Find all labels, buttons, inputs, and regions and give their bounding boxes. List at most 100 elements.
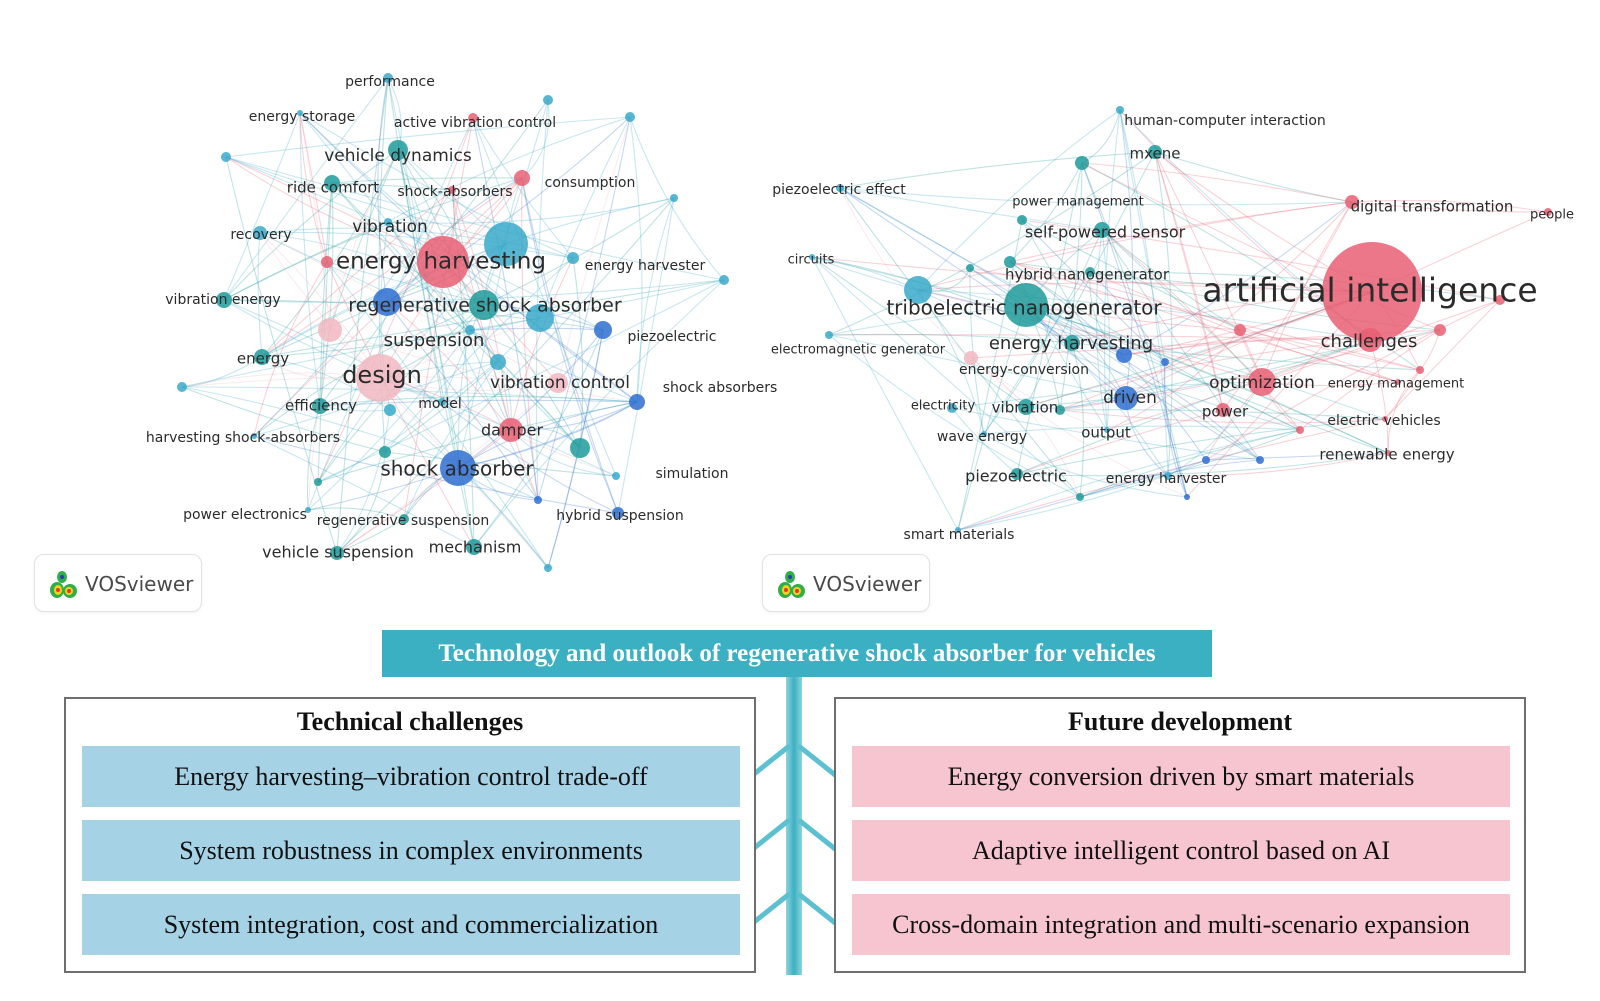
left-network-edge <box>389 409 549 569</box>
left-network-edge <box>387 197 675 224</box>
left-network-edge <box>253 361 499 437</box>
right-keyword-node <box>836 184 844 192</box>
left-keyword-node <box>251 433 257 439</box>
left-keyword-node <box>544 564 552 572</box>
right-network-edge <box>1009 162 1083 263</box>
right-network-edge <box>811 256 1386 420</box>
challenge-item: System integration, cost and commerciali… <box>82 894 740 955</box>
right-keyword-node <box>1104 427 1110 433</box>
right-keyword-node <box>981 431 987 437</box>
left-network-edge <box>442 261 581 449</box>
right-keyword-node <box>1395 379 1401 385</box>
right-keyword-node <box>1164 472 1172 480</box>
right-network-edge <box>1119 109 1169 477</box>
left-network-edge <box>261 149 399 358</box>
left-network-edge <box>261 279 725 358</box>
right-network-edge <box>1089 271 1399 383</box>
right-keyword-node <box>1116 106 1124 114</box>
right-keyword-label-vibration: vibration <box>992 399 1059 417</box>
left-network-edge <box>521 99 550 179</box>
left-network-edge <box>403 361 499 520</box>
left-network-edge <box>537 116 631 501</box>
right-keyword-label-power-management: power management <box>1012 195 1143 210</box>
left-network-edge <box>225 156 444 263</box>
right-network-edge <box>839 187 1081 498</box>
left-keyword-node <box>625 112 635 122</box>
vosviewer-badge-right: VOSviewer <box>762 554 930 612</box>
left-network-edge <box>317 401 443 483</box>
right-network-edge <box>1009 261 1399 383</box>
future-development-panel: Future development Energy conversion dri… <box>834 697 1526 973</box>
right-network-edge <box>1154 151 1263 383</box>
right-network-edge <box>969 267 1127 399</box>
right-network-nodes <box>809 106 1552 533</box>
left-network-edge <box>397 149 512 431</box>
left-network-edge <box>403 117 474 520</box>
left-network-edge <box>307 467 459 511</box>
left-network-edge <box>253 435 475 548</box>
left-network-edge <box>299 112 328 263</box>
left-network-edge <box>225 116 631 158</box>
right-network-edge <box>951 381 1263 409</box>
left-network-edge <box>457 243 507 469</box>
right-keyword-label-human-computer-interaction: human-computer interaction <box>1124 113 1326 129</box>
right-network-edge <box>1167 381 1263 477</box>
left-network-edge <box>225 156 338 554</box>
left-keyword-label-energy-harvesting: energy harvesting <box>336 249 546 275</box>
left-network-edge <box>629 116 725 281</box>
right-keyword-label-wave-energy: wave energy <box>937 429 1027 445</box>
left-network-edge <box>472 117 539 501</box>
challenge-item: Energy harvesting–vibration control trad… <box>82 746 740 807</box>
left-network-edge <box>261 177 523 358</box>
left-keyword-node <box>448 186 456 194</box>
left-keyword-node <box>384 218 392 226</box>
vosviewer-label: VOSviewer <box>85 572 194 596</box>
left-keyword-node <box>312 398 328 414</box>
right-network-edge <box>1016 452 1389 477</box>
right-keyword-node <box>1004 283 1048 327</box>
left-network-edge <box>386 116 631 303</box>
right-network-edge <box>839 187 972 359</box>
left-keyword-label-shock-absorber: shock absorber <box>380 457 534 481</box>
right-network-edge <box>1101 229 1241 331</box>
right-keyword-label-artificial-intelligence: artificial intelligence <box>1202 271 1537 310</box>
left-keyword-label-vibration-energy: vibration energy <box>165 292 280 308</box>
panel-heading: Technical challenges <box>296 707 524 736</box>
left-keyword-node <box>330 546 344 560</box>
right-keyword-label-triboelectric-nanogenerator: triboelectric nanogenerator <box>886 296 1162 320</box>
right-network-edge <box>1025 304 1261 461</box>
right-network-edge <box>1009 261 1301 431</box>
right-keyword-node <box>947 403 957 413</box>
right-network-edge <box>1119 109 1134 399</box>
left-network-edge <box>336 409 391 554</box>
right-network-edge <box>970 357 1081 498</box>
left-keyword-node <box>297 110 303 116</box>
left-network-edge <box>387 221 638 403</box>
left-network-edge <box>261 189 453 358</box>
left-network-edge <box>299 112 574 259</box>
right-network-edge <box>1021 219 1501 301</box>
left-network-edge <box>329 329 549 569</box>
right-network-edge <box>1081 162 1188 498</box>
right-network-edge <box>828 333 1073 344</box>
left-keyword-node <box>373 288 401 316</box>
left-network-edge <box>223 279 725 303</box>
left-network-edge <box>326 261 475 548</box>
left-network-edge <box>223 77 389 301</box>
left-keyword-label-energy: energy <box>237 350 289 368</box>
left-keyword-label-shock-absorbers: shock absorbers <box>663 380 778 396</box>
left-network-edge <box>253 189 453 437</box>
left-network-edge <box>336 197 675 554</box>
left-network-edge <box>473 279 725 548</box>
right-network-edge <box>1384 369 1421 420</box>
right-network-edge <box>1059 409 1386 424</box>
left-network-edge <box>181 386 386 453</box>
left-network-edge <box>377 77 389 303</box>
right-network-edge <box>811 256 959 531</box>
left-network-edge <box>336 429 512 554</box>
left-network-edge <box>223 112 301 301</box>
right-network-edge <box>1205 299 1501 461</box>
right-network-edge <box>828 151 1156 336</box>
left-network-edge <box>223 149 399 301</box>
